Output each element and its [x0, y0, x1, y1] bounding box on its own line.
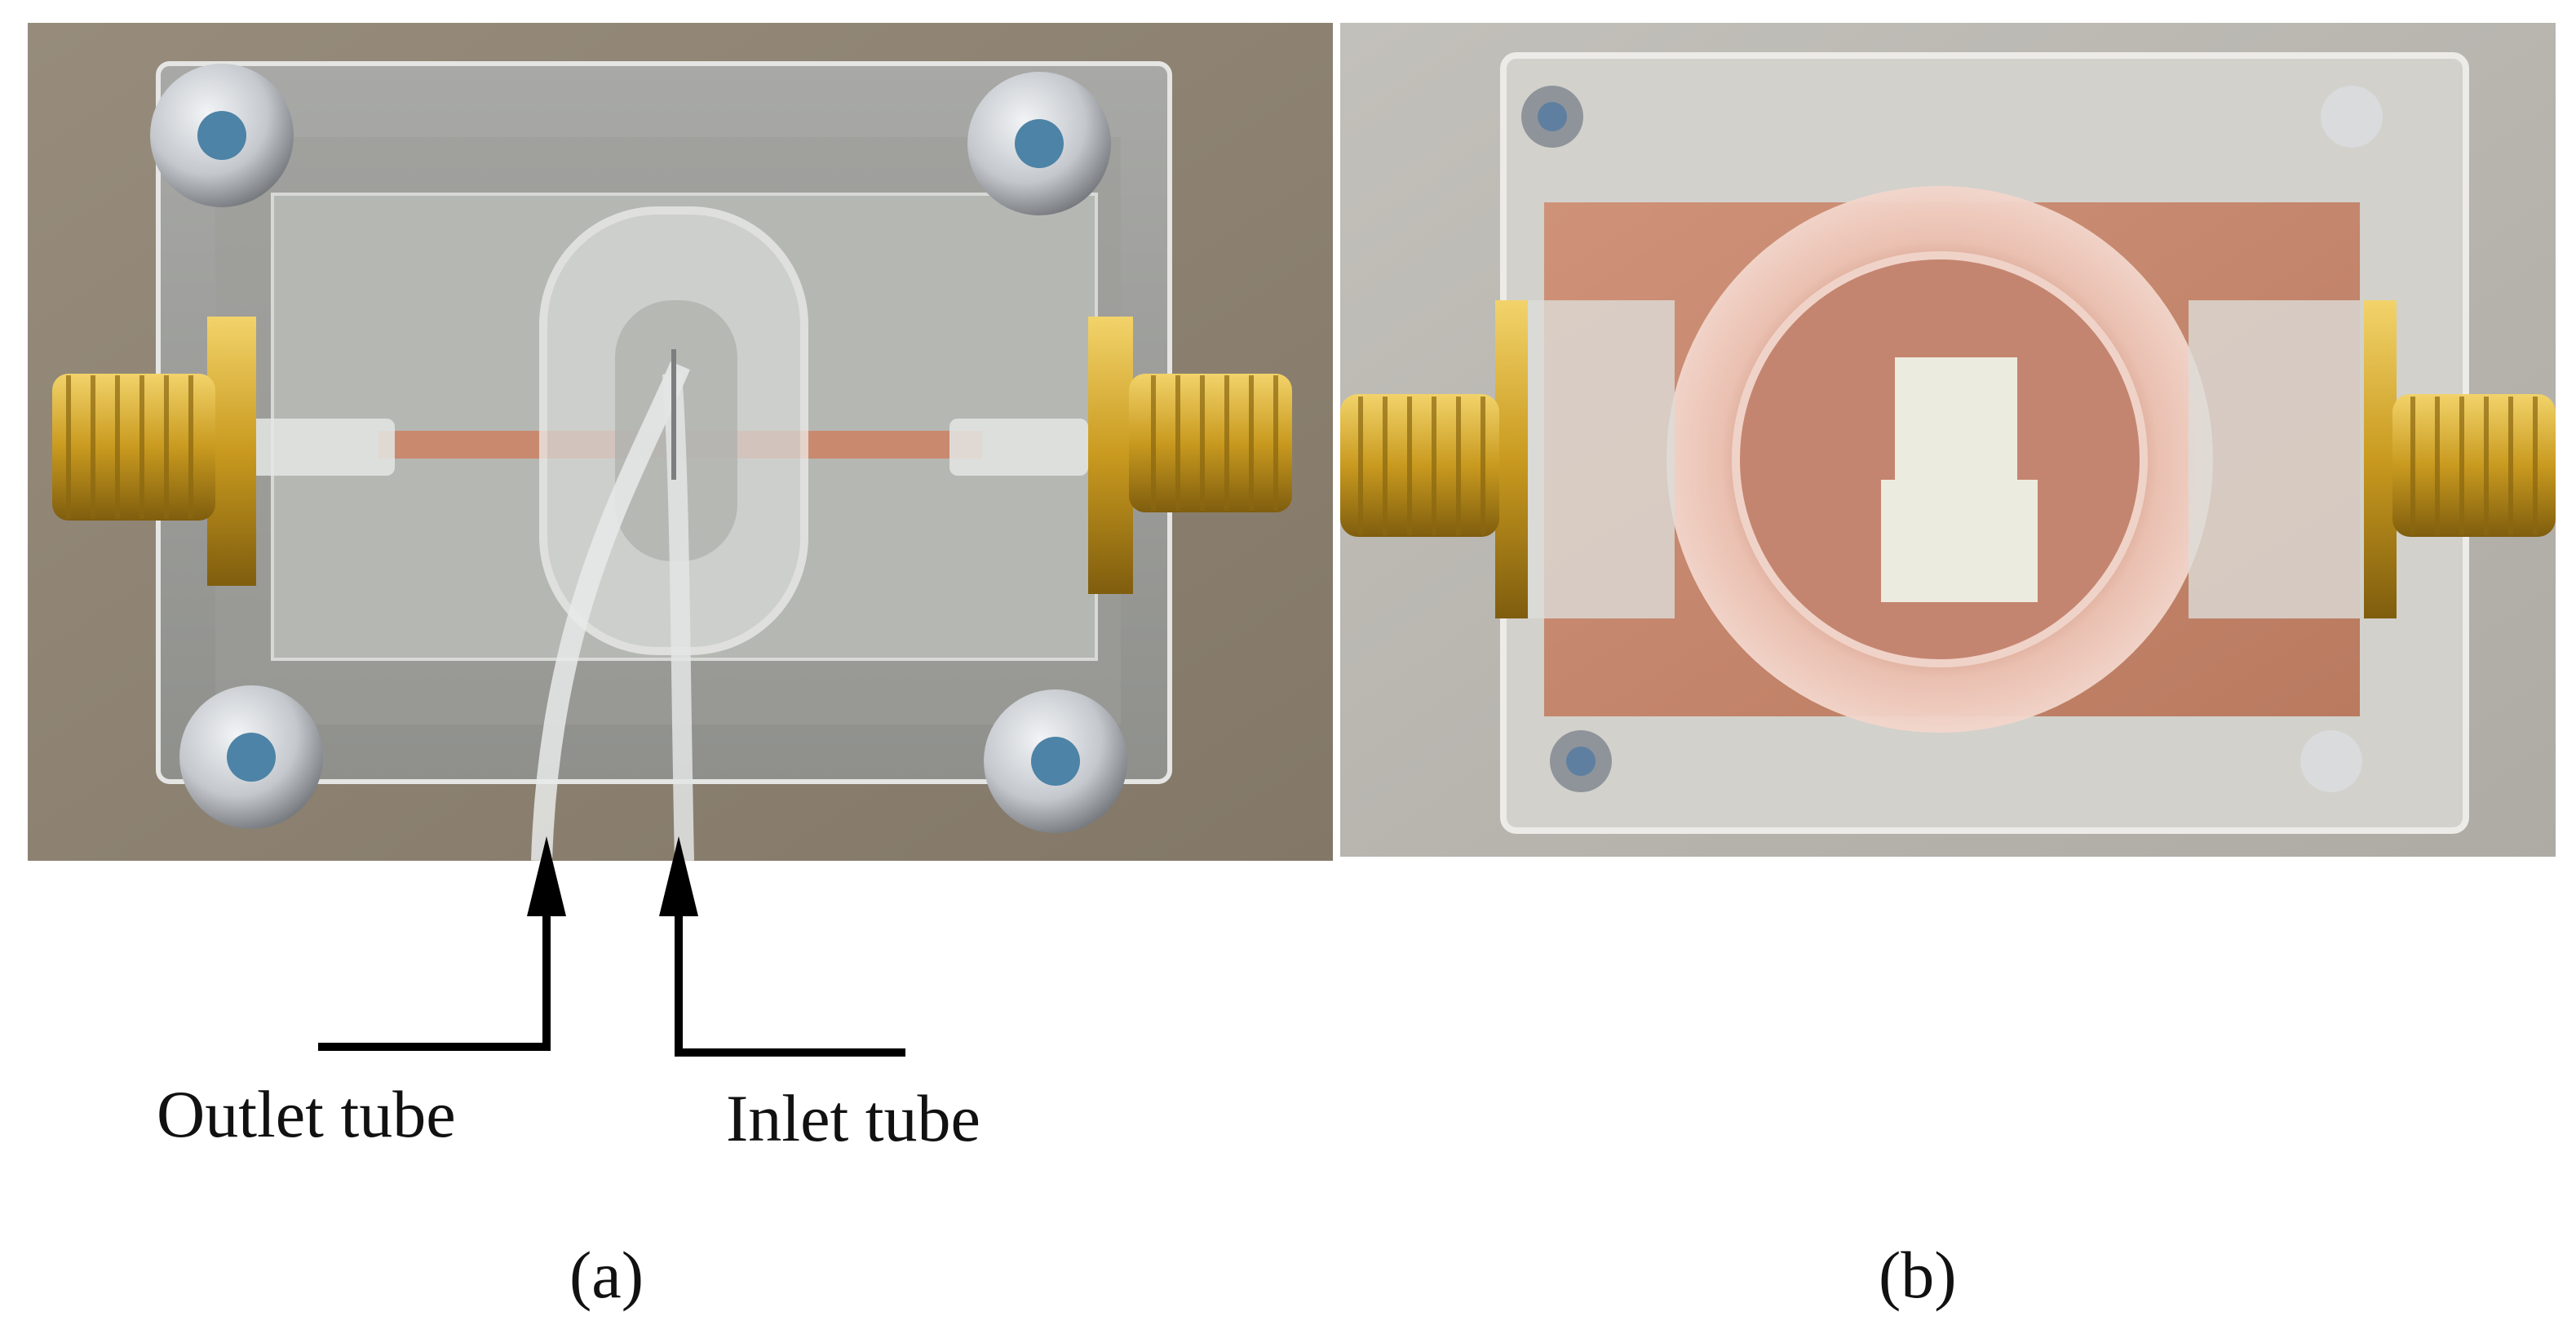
- inlet-tube-label: Inlet tube: [726, 1081, 980, 1155]
- pin-bottom-left: [1550, 730, 1612, 792]
- inlet-arrow: [659, 836, 905, 1057]
- caption-a: (a): [569, 1238, 644, 1312]
- photo-panel-b: [1340, 23, 2556, 857]
- screw-top-left: [150, 64, 294, 207]
- caption-b: (b): [1879, 1238, 1957, 1312]
- photo-sensor-top-view: [28, 23, 1333, 861]
- pin-bottom-right: [2300, 730, 2362, 792]
- outlet-tube-label: Outlet tube: [157, 1077, 456, 1151]
- screw-top-right: [967, 72, 1111, 215]
- screw-bottom-left: [179, 685, 323, 829]
- sma-connector-right: [1088, 317, 1292, 594]
- outlet-arrow: [318, 836, 566, 1051]
- outlet-tube: [531, 361, 690, 861]
- sma-connector-left: [52, 317, 256, 586]
- pin-top-right: [2321, 86, 2383, 148]
- screw-bottom-right: [984, 689, 1127, 833]
- sma-connector-left: [1340, 300, 1528, 618]
- photo-sensor-copper-view: [1340, 23, 2556, 857]
- pin-top-left: [1521, 86, 1583, 148]
- photo-panel-a: [28, 23, 1333, 861]
- resonator-patch: [1881, 357, 2038, 602]
- clamp-left: [1512, 300, 1675, 618]
- clamp-right: [2189, 300, 2360, 618]
- sma-connector-right: [2364, 300, 2556, 618]
